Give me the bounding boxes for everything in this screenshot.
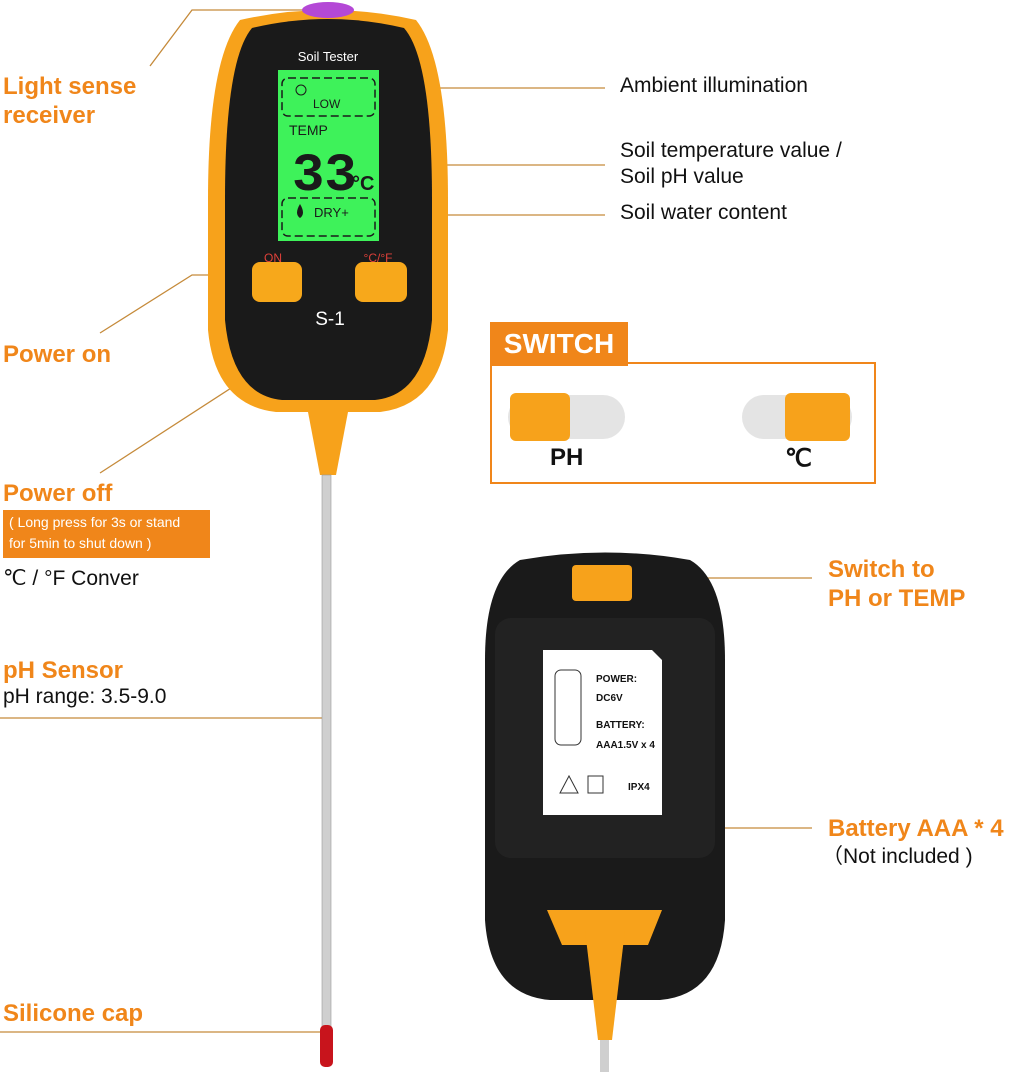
power-value: DC6V [596,693,623,704]
battery-value: AAA1.5V x 4 [596,740,655,751]
spec-label [543,650,662,815]
unit-convert-label: ℃ / °F Conver [3,567,139,590]
bf-icon [587,775,604,794]
power-on-label: Power on [3,341,112,368]
ph-sensor-label: pH Sensor [3,657,124,684]
model-text: S-1 [315,309,345,330]
soil-temp-label: Soil temperature value /Soil pH value [620,139,842,188]
screen-value: 33 [292,146,357,207]
screen-mode: TEMP [289,122,328,138]
switch-ph-label: PH [550,444,584,471]
battery-icon [554,669,582,746]
unit-label: °C/°F [364,251,393,265]
sun-icon [295,84,307,96]
silicone-cap [320,1025,333,1067]
silicone-cap-label: Silicone cap [3,1000,144,1027]
warning-icon [559,774,579,794]
lcd-screen [278,70,379,241]
switch-temp-label: ℃ [785,445,812,472]
front-device [208,2,448,1067]
not-included-label: （Not included ) [822,845,973,868]
battery-count-label: Battery AAA * 4 [828,815,1004,842]
on-label: ON [264,251,282,265]
ph-range-label: pH range: 3.5-9.0 [3,685,167,708]
water-drop-icon [297,204,303,218]
screen-moisture: DRY+ [314,205,349,220]
mode-switch [572,565,632,601]
switch-ph-position [510,393,570,441]
screen-light: LOW [313,97,341,111]
back-device [485,552,725,1072]
water-label: Soil water content [620,201,787,224]
unit-button [355,262,407,302]
ambient-label: Ambient illumination [620,74,808,97]
switch-panel [490,362,876,484]
light-sensor [302,2,354,18]
switch-title: SWITCH [490,322,628,366]
brand-text: Soil Tester [298,49,359,64]
on-button [252,262,302,302]
screen-unit: °C [352,173,374,195]
power-off-label: Power off [3,480,113,507]
switch-graphics [508,393,852,441]
switch-temp-position [785,393,850,441]
probe-rod [321,474,332,1028]
power-label: POWER: [596,674,637,685]
battery-label: BATTERY: [596,720,645,731]
probe-collar [308,412,348,475]
ipx-rating: IPX4 [628,782,650,793]
